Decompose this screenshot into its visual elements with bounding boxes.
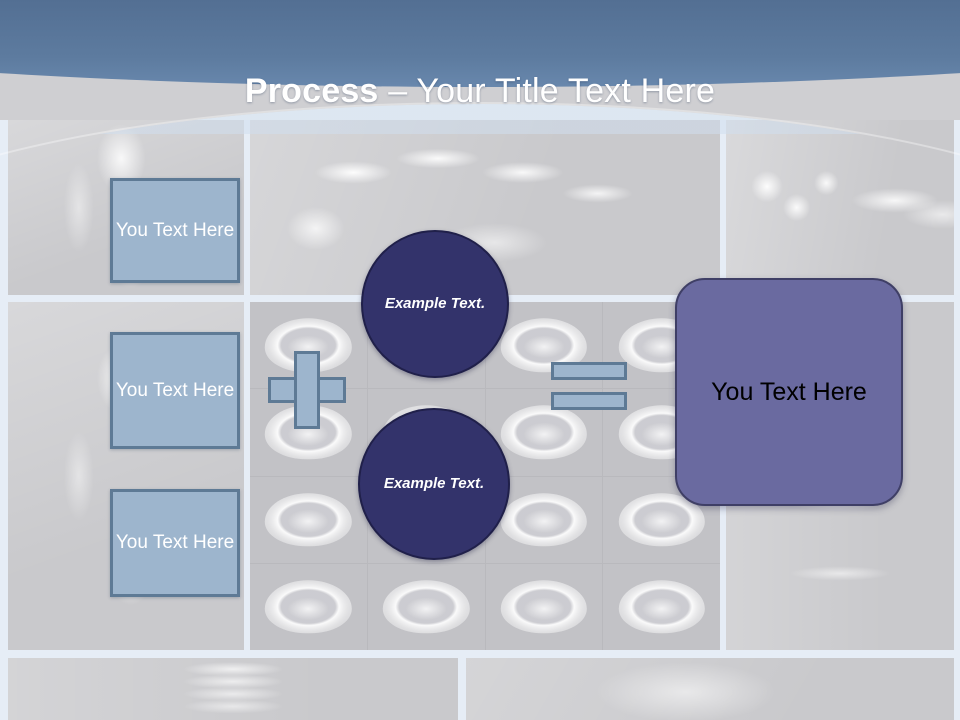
example-circle-2-label: Example Text. [383,475,485,492]
panel-gap-horizontal-bottom [0,650,960,658]
example-circle-1[interactable]: Example Text. [361,230,509,378]
title-header-band [0,0,960,88]
ct-slice [603,563,720,650]
input-box-1[interactable]: You Text Here [110,178,240,283]
panel-edge-left [0,120,8,720]
result-box[interactable]: You Text Here [675,278,903,506]
ct-slice [367,563,485,650]
equals-top-bar [551,362,627,380]
panel-edge-right [954,120,960,720]
ct-slice [250,476,367,563]
input-box-2-label: You Text Here [115,379,235,401]
page-title: Process – Your Title Text Here [0,71,960,111]
equals-bottom-bar [551,392,627,410]
panel-gap-vertical-bottom [458,658,466,720]
equals-operator-icon [551,362,627,410]
result-box-label: You Text Here [711,377,867,406]
input-box-2[interactable]: You Text Here [110,332,240,449]
page-title-rest: – Your Title Text Here [378,71,716,110]
input-box-3-label: You Text Here [115,532,235,553]
xray-panel-bottom-left [8,658,458,720]
xray-panel-bottom-right [466,658,954,720]
ct-slice [485,563,603,650]
example-circle-2[interactable]: Example Text. [358,408,510,560]
page-title-bold: Process [244,71,379,110]
input-box-1-label: You Text Here [115,219,235,241]
ct-slice [250,563,367,650]
plus-operator-icon [268,351,346,429]
plus-center-fill [297,380,317,400]
example-circle-1-label: Example Text. [384,295,486,312]
panel-gap-vertical-left [244,120,250,650]
input-box-3[interactable]: You Text Here [110,489,240,597]
xray-panel-top-right [726,120,954,295]
